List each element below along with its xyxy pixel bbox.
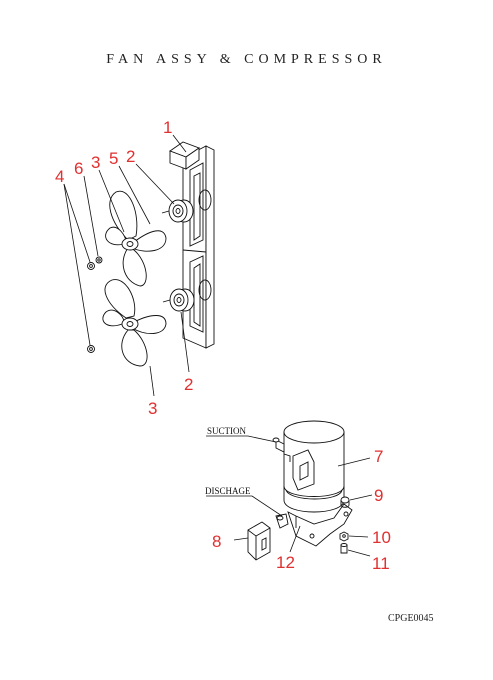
- callout-4: 4: [55, 167, 64, 186]
- callout-11: 11: [372, 554, 390, 573]
- drawing-code: CPGE0045: [388, 613, 434, 624]
- fan-blade-lower: [102, 279, 167, 367]
- compressor-leader-lines: [206, 435, 373, 557]
- callout-3-bottom: 3: [148, 399, 157, 418]
- fan-shroud-frame: [169, 141, 215, 349]
- suction-label: SUCTION: [207, 426, 247, 436]
- page-title: FAN ASSY & COMPRESSOR: [106, 52, 387, 67]
- callout-1: 1: [163, 118, 172, 137]
- fan-motor-upper: [161, 199, 194, 223]
- callout-6: 6: [74, 159, 83, 178]
- discharge-label: DISCHAGE: [205, 486, 251, 496]
- callout-7: 7: [374, 447, 383, 466]
- washer-part-6: [95, 256, 103, 264]
- callout-2-top: 2: [126, 147, 135, 166]
- fan-blade-upper: [105, 190, 167, 287]
- callout-9: 9: [374, 486, 383, 505]
- nut-upper: [87, 262, 95, 270]
- nut-lower: [87, 345, 95, 353]
- callout-12: 12: [276, 553, 295, 572]
- callout-10: 10: [372, 528, 391, 547]
- rubber-grommet-part-9: [340, 496, 350, 508]
- terminal-cover-part-8: [247, 521, 271, 561]
- callout-5: 5: [109, 149, 118, 168]
- callout-2-bottom: 2: [184, 375, 193, 394]
- compressor-body: [272, 420, 353, 547]
- callout-3-top: 3: [91, 153, 100, 172]
- fan-motor-lower: [162, 288, 195, 312]
- callout-8: 8: [212, 532, 221, 551]
- fan-leader-lines: [63, 134, 190, 397]
- nut-part-10: [339, 531, 349, 542]
- sleeve-part-11: [340, 543, 348, 554]
